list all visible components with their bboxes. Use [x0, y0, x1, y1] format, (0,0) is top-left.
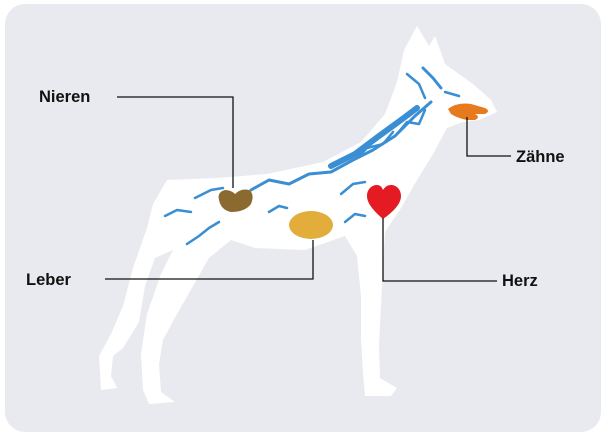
dog-illustration: [5, 4, 601, 432]
leader-kidneys: [117, 97, 233, 188]
label-liver: Leber: [26, 270, 71, 290]
leader-teeth: [467, 117, 511, 156]
label-heart: Herz: [502, 271, 538, 291]
diagram-panel: Nieren Zähne Leber Herz: [5, 4, 601, 432]
leader-heart: [383, 218, 497, 281]
liver-icon: [289, 211, 333, 239]
label-teeth: Zähne: [516, 147, 565, 167]
label-kidneys: Nieren: [39, 87, 90, 107]
